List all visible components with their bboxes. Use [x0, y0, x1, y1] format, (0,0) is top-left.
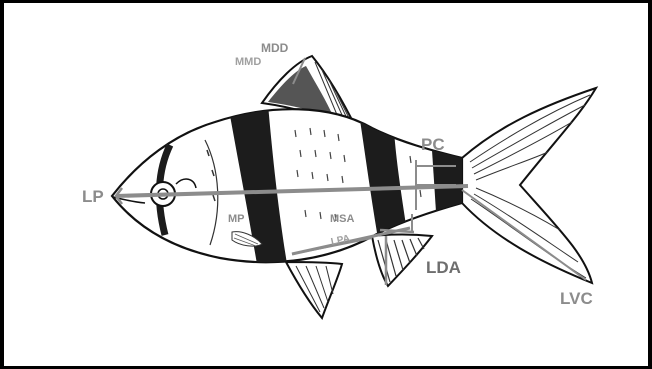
stripe-3 [432, 150, 462, 212]
pelvic-fin [286, 262, 342, 318]
label-msa: MSA [330, 214, 354, 225]
label-mmd: MMD [235, 57, 261, 68]
label-lvc: LVC [560, 290, 593, 307]
label-lda: LDA [426, 259, 461, 276]
label-mdd: MDD [261, 42, 288, 54]
anal-fin [372, 235, 432, 287]
label-mp: MP [228, 214, 245, 225]
label-pc: PC [421, 136, 445, 153]
label-lp: LP [82, 188, 104, 205]
caudal-fin [462, 88, 596, 283]
